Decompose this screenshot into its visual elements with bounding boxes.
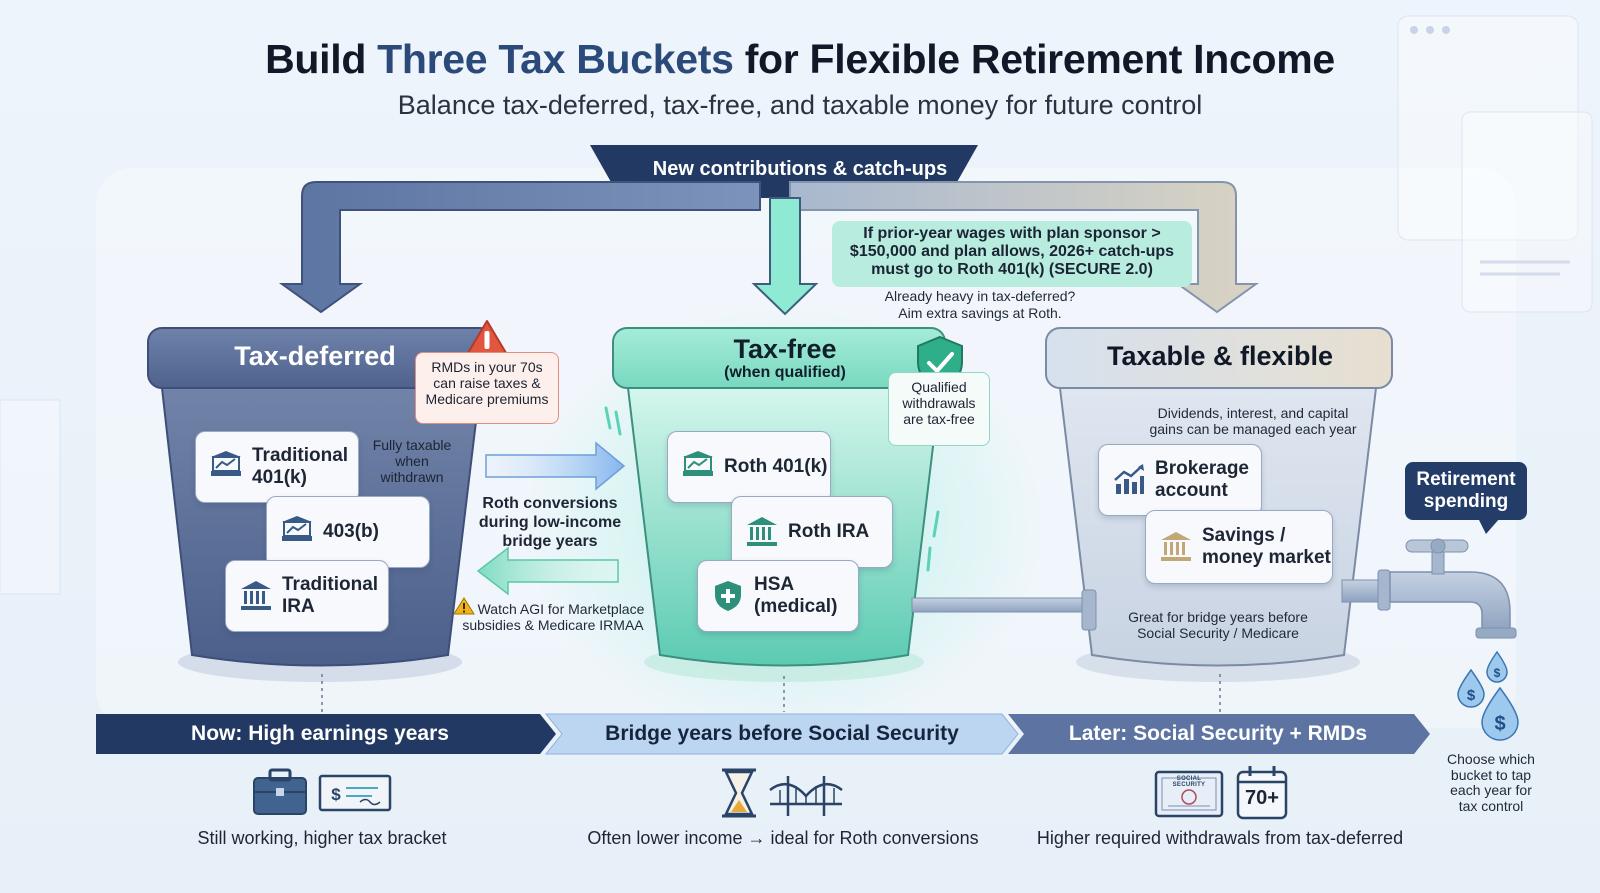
bridge-icon [769,776,843,816]
agi-warning-note: Watch AGI for Marketplace subsidies & Me… [462,601,645,633]
tax-free-subtitle: (when qualified) [724,364,846,381]
age-70-badge: 70+ [1245,787,1279,809]
rmd-warning-callout: RMDs in your 70s can raise taxes & Medic… [415,352,559,424]
account-card-savings: Savings /money market [1145,510,1333,584]
timeline-segment-now [96,714,556,754]
account-card-roth-401k: Roth 401(k) [667,431,831,503]
left-flow-arrow [278,181,761,314]
retirement-spending-label: Retirement spending [1405,462,1527,520]
tax-deferred-title: Tax-deferred [234,341,396,371]
bank-icon [747,517,777,546]
account-card-roth-ira: Roth IRA [731,496,893,568]
account-card-403b: 403(b) [266,496,430,568]
chart-icon [211,451,241,476]
shield-plus-icon [715,581,741,611]
money-drops-icon: $ $ $ [1457,650,1519,741]
timeline-caption-bridge: Often lower income → ideal for Roth conv… [587,828,979,848]
social-security-card-text: SOCIAL SECURITY [1172,776,1206,788]
growth-icon [1114,464,1144,494]
tax-free-title: Tax-free [733,334,837,364]
conversion-arrow-left [476,546,619,596]
timeline-label-now: Now: High earnings years [191,722,449,745]
taxable-rim [1045,327,1393,389]
contributions-banner-label: New contributions & catch-ups [652,158,948,180]
right-flow-arrow [789,181,1260,314]
page-subtitle: Balance tax-deferred, tax-free, and taxa… [397,90,1203,120]
calendar-icon [1236,766,1288,820]
social-security-card-icon [1154,770,1224,818]
timeline-segment-bridge [544,713,1019,755]
timeline-caption-now: Still working, higher tax bracket [197,828,447,848]
hourglass-icon [722,768,756,818]
timeline-caption-later: Higher required withdrawals from tax-def… [1036,828,1404,848]
catchup-rule-note: If prior-year wages with plan sponsor > … [832,221,1192,287]
bank-icon [241,581,271,610]
svg-text:$: $ [331,785,341,804]
choose-bucket-note: Choose which bucket to tap each year for… [1447,751,1535,814]
briefcase-icon [253,768,307,815]
page-title: Build Three Tax Buckets for Flexible Ret… [265,36,1335,82]
conversion-arrow-right [485,441,626,491]
taxable-top-note: Dividends, interest, and capital gains c… [1149,405,1357,437]
svg-text:$: $ [1494,713,1505,735]
roth-tip-note: Already heavy in tax-deferred? Aim extra… [884,288,1076,321]
qualified-withdrawals-badge: Qualified withdrawals are tax-free [888,372,990,446]
taxable-title: Taxable & flexible [1106,341,1334,371]
roth-conversion-note: Roth conversions during low-income bridg… [478,495,622,550]
taxable-bottom-note: Great for bridge years before Social Sec… [1128,609,1308,641]
connector-pipe [911,597,1093,613]
svg-text:$: $ [1467,687,1476,704]
fully-taxable-note: Fully taxable when withdrawn [372,437,452,485]
chart-icon [282,516,312,541]
svg-text:$: $ [1494,666,1501,680]
bank-icon [1161,532,1191,561]
center-flow-arrow [751,197,819,316]
timeline-label-bridge: Bridge years before Social Security [605,722,959,745]
paycheck-icon: $ [318,774,392,812]
timeline-segment-later [1008,714,1430,754]
chart-icon [683,451,713,476]
bg-window-panel [1397,15,1579,241]
account-card-hsa: HSA(medical) [697,560,859,632]
timeline-label-later: Later: Social Security + RMDs [1068,722,1368,745]
